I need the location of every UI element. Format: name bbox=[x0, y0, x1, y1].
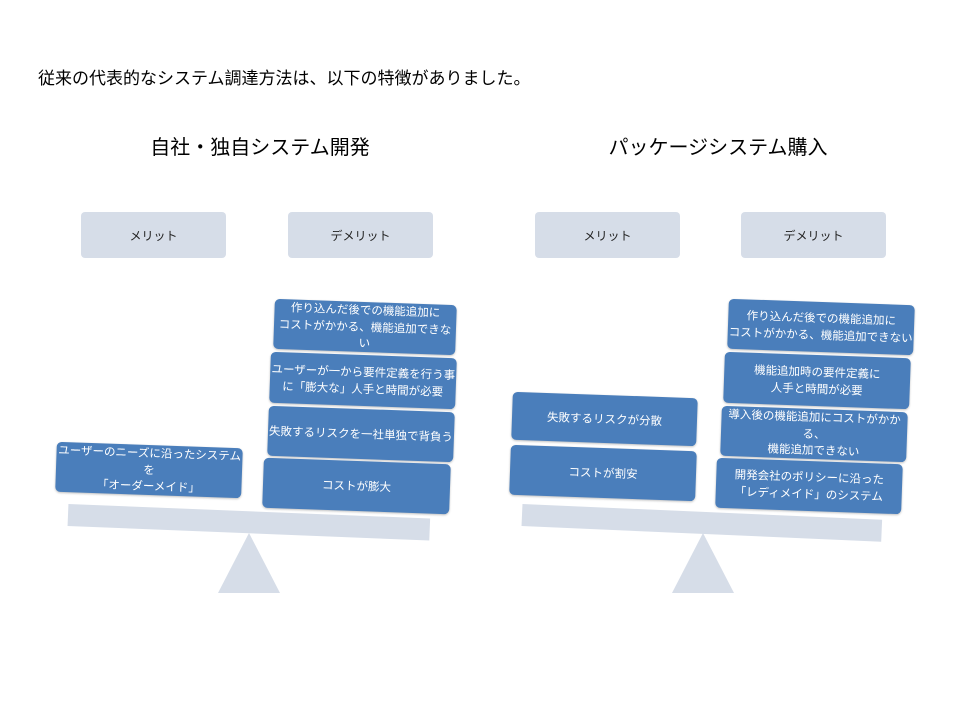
demerit-card: 失敗するリスクを一社単独で背負う bbox=[267, 405, 455, 463]
demerit-header-package: デメリット bbox=[741, 212, 886, 258]
demerit-header-inhouse: デメリット bbox=[288, 212, 433, 258]
merit-card: 失敗するリスクが分散 bbox=[511, 391, 698, 447]
scale-title-package: パッケージシステム購入 bbox=[608, 135, 828, 159]
intro-text: 従来の代表的なシステム調達方法は、以下の特徴がありました。 bbox=[38, 69, 531, 89]
demerit-card: 機能追加時の要件定義に 人手と時間が必要 bbox=[723, 351, 911, 410]
merit-header-inhouse: メリット bbox=[81, 212, 226, 258]
merit-card: コストが割安 bbox=[509, 444, 697, 502]
merit-header-package: メリット bbox=[535, 212, 680, 258]
fulcrum-package bbox=[672, 533, 734, 593]
demerit-card: 開発会社のポリシーに沿った 「レディメイド」のシステム bbox=[715, 457, 903, 515]
demerit-card: ユーザーが一から要件定義を行う事 に「膨大な」人手と時間が必要 bbox=[269, 351, 457, 410]
scale-title-inhouse: 自社・独自システム開発 bbox=[150, 135, 370, 159]
fulcrum-inhouse bbox=[218, 533, 280, 593]
demerit-card: コストが膨大 bbox=[262, 457, 451, 515]
demerit-card: 作り込んだ後での機能追加に コストがかかる、機能追加できない bbox=[273, 298, 457, 356]
demerit-card: 導入後の機能追加にコストがかかる、 機能追加できない bbox=[720, 405, 908, 463]
merit-card: ユーザーのニーズに沿ったシステムを 「オーダーメイド」 bbox=[55, 441, 243, 499]
demerit-card: 作り込んだ後での機能追加に コストがかかる、機能追加できない bbox=[727, 298, 915, 356]
